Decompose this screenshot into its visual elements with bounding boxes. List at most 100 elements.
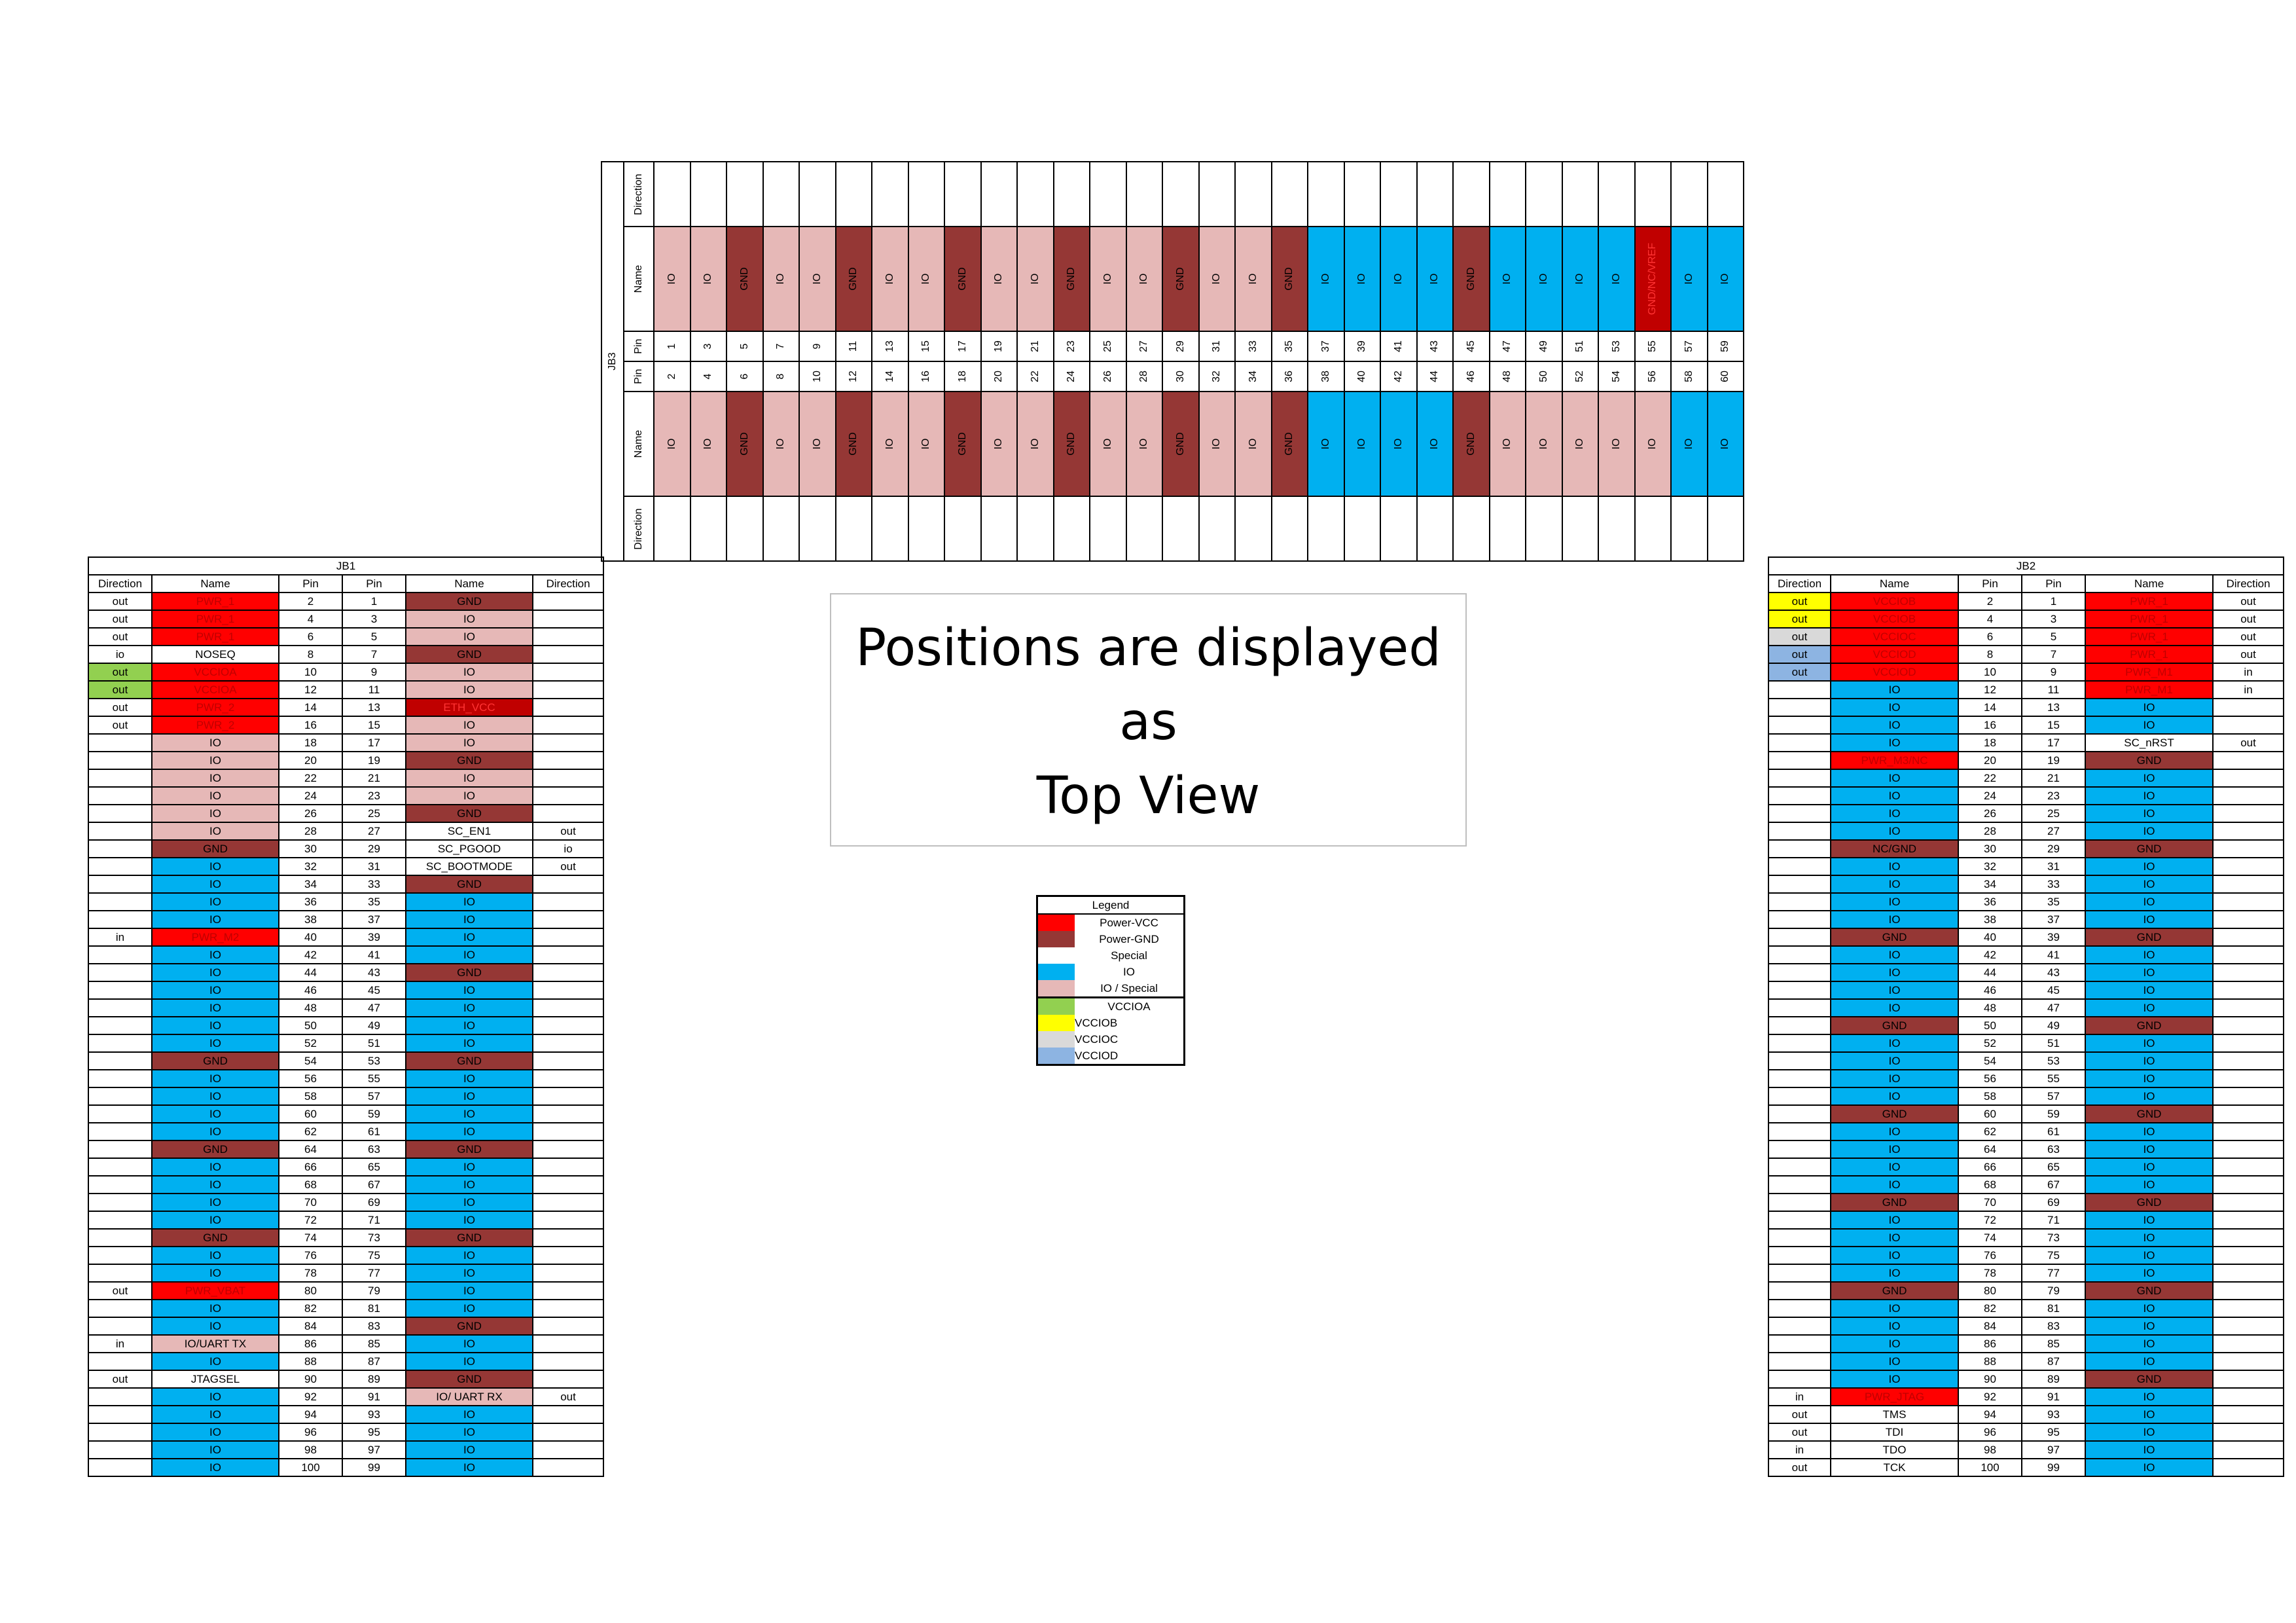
direction-right	[2212, 1193, 2285, 1212]
name-left: IO	[1830, 875, 1959, 894]
cell-text: IO	[666, 438, 677, 450]
direction-left	[88, 1317, 152, 1336]
direction-left	[88, 1158, 152, 1176]
pin-right: 73	[342, 1228, 406, 1247]
name-right: GND	[405, 875, 533, 894]
name-right: IO	[2085, 1175, 2214, 1194]
pin-right: 37	[342, 910, 406, 929]
direction-right	[2212, 1016, 2285, 1035]
jb3-direction-cell	[980, 496, 1018, 562]
direction-right	[531, 610, 605, 629]
pin-right: 79	[2021, 1281, 2086, 1300]
cell-text: 26	[1102, 371, 1113, 382]
pin-right: 77	[2021, 1264, 2086, 1283]
pin-right: 35	[342, 892, 406, 911]
direction-left	[88, 1299, 152, 1318]
jb3-pin-cell: 14	[871, 361, 909, 392]
name-left: IO	[1830, 769, 1959, 788]
direction-right	[531, 645, 605, 664]
cell-text: IO	[1392, 438, 1404, 450]
name-right: IO	[2085, 1158, 2214, 1176]
cell-text: 14	[884, 371, 895, 382]
direction-left: in	[1768, 1387, 1831, 1406]
cell-text: 34	[1247, 371, 1259, 382]
pin-left: 90	[1958, 1370, 2022, 1389]
jb3-pin-cell: 52	[1561, 361, 1599, 392]
pin-left: 58	[278, 1087, 343, 1106]
direction-left	[1768, 1352, 1831, 1371]
cell-text: GND	[848, 267, 859, 291]
pin-left: 32	[1958, 857, 2022, 876]
pin-left: 58	[1958, 1087, 2022, 1106]
cell-text: 31	[1211, 340, 1223, 352]
pin-right: 51	[342, 1034, 406, 1053]
name-left: IO	[1830, 698, 1959, 717]
jb3-name-cell: IO	[1706, 226, 1744, 332]
name-right: SC_nRST	[2085, 733, 2214, 752]
direction-right	[2212, 1211, 2285, 1230]
name-right: IO	[405, 1299, 533, 1318]
name-left: GND	[1830, 928, 1959, 947]
cell-text: 48	[1501, 371, 1513, 382]
cell-text: IO	[920, 273, 932, 285]
pin-left: 66	[1958, 1158, 2022, 1176]
pin-right: 97	[342, 1440, 406, 1459]
jb3-pin-cell: 30	[1162, 361, 1200, 392]
pin-right: 59	[2021, 1104, 2086, 1123]
cell-text: 49	[1537, 340, 1549, 352]
jb3-pin-cell: 2	[653, 361, 691, 392]
name-left: IO	[1830, 1122, 1959, 1141]
cell-text: GND	[848, 432, 859, 456]
jb3-direction-cell	[871, 161, 909, 227]
name-left: PWR_2	[151, 698, 279, 717]
name-right: SC_EN1	[405, 822, 533, 841]
jb3-direction-cell	[1598, 161, 1636, 227]
name-right: IO	[405, 945, 533, 964]
cell-text: 4	[702, 373, 714, 380]
direction-right: out	[2212, 610, 2285, 629]
direction-left	[1768, 733, 1831, 752]
cell-text: 46	[1465, 371, 1477, 382]
pin-right: 65	[2021, 1158, 2086, 1176]
direction-right	[2212, 1281, 2285, 1300]
cell-text: 38	[1319, 371, 1331, 382]
direction-right	[2212, 751, 2285, 770]
jb3-direction-cell	[1016, 496, 1054, 562]
jb3-direction-cell	[1670, 161, 1708, 227]
name-right: IO	[2085, 1264, 2214, 1283]
pin-left: 4	[278, 610, 343, 629]
direction-left	[1768, 1051, 1831, 1070]
direction-left	[1768, 963, 1831, 982]
direction-right	[531, 945, 605, 964]
cell-text: 23	[1066, 340, 1077, 352]
jb1-title: JB1	[87, 556, 605, 575]
name-left: GND	[151, 1228, 279, 1247]
pin-left: 40	[278, 928, 343, 947]
pin-left: 12	[278, 680, 343, 699]
cell-text: 32	[1211, 371, 1223, 382]
direction-right	[531, 1087, 605, 1106]
cell-text: IO	[1429, 438, 1441, 450]
name-left: TDI	[1830, 1423, 1959, 1442]
name-right: IO	[405, 1423, 533, 1442]
legend-item: VCCIOA	[1037, 996, 1185, 1015]
name-left: IO	[151, 1352, 279, 1371]
legend-swatch	[1037, 996, 1075, 1015]
cell-text: GND	[1174, 267, 1186, 291]
pin-right: 17	[2021, 733, 2086, 752]
direction-left	[1768, 716, 1831, 735]
direction-left	[1768, 1281, 1831, 1300]
jb3-name-cell: IO	[1198, 391, 1236, 497]
